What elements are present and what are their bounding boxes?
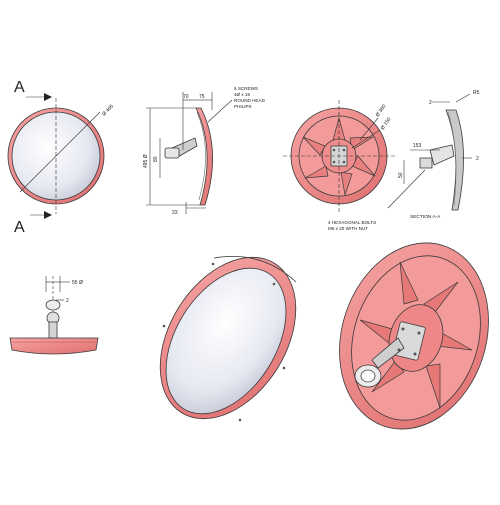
rear-view: Ø 360 Ø 150 (283, 100, 395, 212)
side-dim-top-right: 75 (199, 94, 205, 100)
section-letter-top: A (14, 79, 25, 96)
side-view: 70 75 495 Ø 80 23 6 SCREWS 4Ø x 15 ROUND… (143, 86, 266, 216)
bottom-dim-pole: 55 Ø (72, 280, 83, 286)
rear-dim-outer: Ø 360 (375, 103, 388, 118)
side-pole-clamp (164, 147, 180, 159)
bottom-housing (9, 337, 99, 355)
bottom-pole-clamp (45, 299, 61, 311)
section-letter-bottom: A (14, 219, 25, 236)
iso-mirror-glass (165, 267, 287, 415)
bottom-dim-small: 2 (66, 298, 69, 304)
iso-front-view (159, 256, 297, 422)
section-bracket (429, 144, 455, 166)
iso-rear-bracket (371, 337, 405, 369)
section-note-bolts-1: 4 HEXAGONAL BOLTS (328, 220, 376, 225)
rear-dim-inner: Ø 150 (380, 116, 393, 131)
side-dim-top-left: 70 (183, 94, 189, 100)
section-view: 2 R5 2 153 50 4 HEXAGONAL BOLTS M6 x 20 … (328, 90, 480, 231)
side-note-screws-1: 6 SCREWS (234, 86, 258, 91)
side-dim-bracket: 80 (153, 156, 159, 162)
side-note-screws-4: PHILIPS (234, 104, 252, 109)
side-note-screws-2: 4Ø x 15 (234, 92, 251, 97)
section-note-bolts-2: M6 x 20 WITH NUT (328, 226, 368, 231)
section-dim-bracket-h: 50 (398, 172, 404, 178)
front-view: A Ø 465 A (7, 79, 115, 236)
section-dim-mid: 2 (476, 156, 479, 162)
front-diameter-label: Ø 465 (101, 103, 115, 117)
section-dim-top: 2 (429, 100, 432, 106)
bottom-view: 55 Ø 2 (9, 276, 99, 355)
side-dim-height: 495 Ø (143, 154, 149, 168)
side-note-screws-3: ROUND HEAD (234, 98, 266, 103)
iso-rear-view (339, 242, 489, 430)
section-label: SECTION A-A (410, 214, 441, 220)
side-dim-bottom: 23 (172, 210, 178, 216)
section-dim-radius: R5 (473, 90, 480, 96)
section-dim-bracket-w: 153 (413, 143, 422, 149)
side-housing (195, 107, 214, 206)
